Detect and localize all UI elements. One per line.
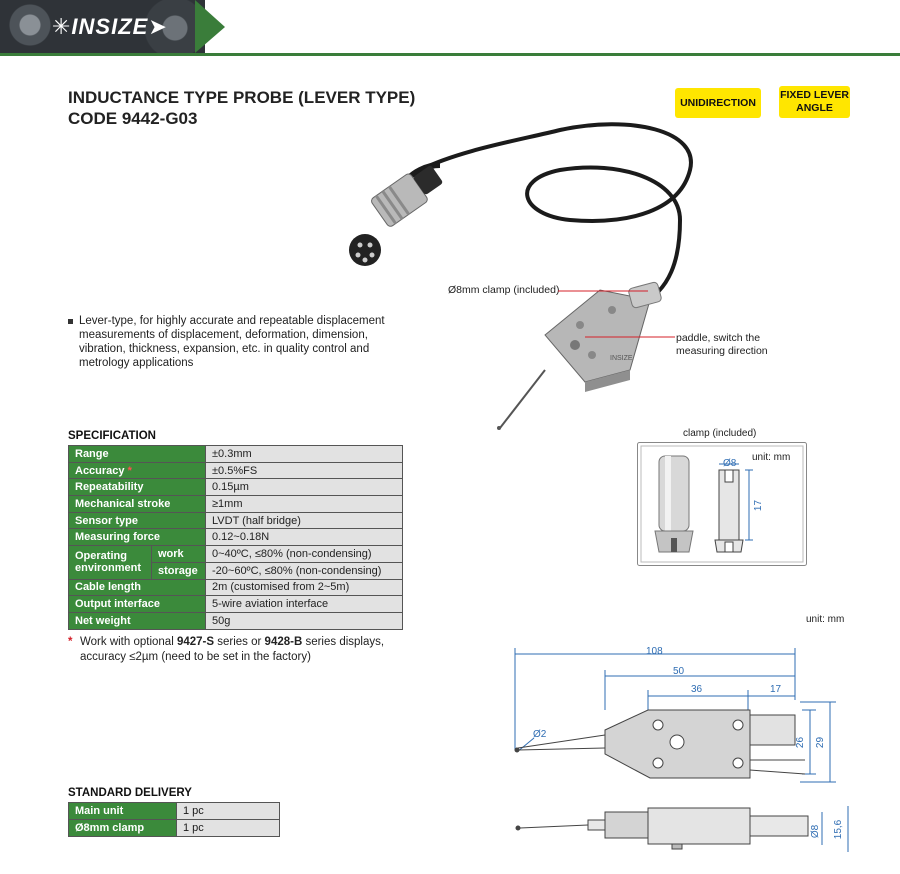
spec-value: 50g: [205, 611, 403, 630]
spec-value: ±0.5%FS: [205, 461, 403, 480]
clamp-leader-line: [558, 290, 648, 292]
delivery-value: 1 pc: [176, 802, 280, 820]
spec-value: 0.15µm: [205, 478, 403, 497]
spec-value: 5-wire aviation interface: [205, 595, 403, 613]
feature-line-3: vibration, thickness, expansion, etc. in…: [79, 343, 370, 355]
spec-label: Accuracy: [75, 464, 125, 477]
delivery-label: Main unit: [68, 802, 177, 820]
fixed-lever-angle-badge: FIXED LEVER ANGLE: [779, 86, 850, 118]
feature-bullet: Lever-type, for highly accurate and repe…: [68, 314, 398, 370]
banner-divider: [0, 53, 900, 56]
spec-value: ≥1mm: [205, 495, 403, 513]
dim-clamp-dia: Ø8: [810, 824, 822, 839]
feature-line-4: metrology applications: [79, 357, 194, 369]
table-row: Output interface 5-wire aviation interfa…: [68, 595, 403, 613]
badge-line-1: FIXED LEVER: [780, 89, 849, 101]
note-line-1: Work with optional 9427-S series or 9428…: [80, 635, 408, 650]
product-code: CODE 9442-G03: [68, 109, 198, 128]
clamp-drawing-title: clamp (included): [683, 428, 757, 439]
accuracy-asterisk: *: [127, 464, 132, 477]
dim-15-6: 15,6: [833, 819, 845, 840]
dim-17: 17: [770, 684, 782, 695]
product-photo: INSIZE: [349, 122, 693, 430]
clamp-dia-label: Ø8: [723, 458, 737, 469]
dimension-drawing: [514, 648, 849, 852]
spec-sub-label: storage: [151, 561, 206, 580]
clamp-drawing: [637, 442, 807, 566]
spec-value: 0~40ºC, ≤80% (non-condensing): [205, 545, 403, 563]
paddle-callout-line-1: paddle, switch the: [676, 332, 761, 344]
spec-value: 2m (customised from 2~5m): [205, 578, 403, 597]
note-text: series displays,: [302, 636, 385, 648]
spec-label: Cable length: [68, 578, 206, 597]
spec-label: Mechanical stroke: [68, 495, 206, 513]
table-row: Net weight 50g: [68, 611, 403, 630]
page-title: INDUCTANCE TYPE PROBE (LEVER TYPE) CODE …: [68, 87, 415, 129]
dim-29: 29: [815, 736, 827, 749]
delivery-value: 1 pc: [176, 819, 280, 837]
note-asterisk: *: [68, 636, 73, 648]
table-row: Mechanical stroke ≥1mm: [68, 495, 403, 513]
table-row: Measuring force 0.12~0.18N: [68, 528, 403, 547]
paddle-callout-line-2: measuring direction: [676, 345, 768, 357]
spec-value: -20~60ºC, ≤80% (non-condensing): [205, 561, 403, 580]
env-label-line-2: environment: [75, 562, 142, 575]
table-row: Accuracy * ±0.5%FS: [68, 461, 403, 480]
spec-value: LVDT (half bridge): [205, 511, 403, 530]
paddle-leader-line: [585, 336, 675, 338]
spec-sub-label: work: [151, 545, 206, 563]
env-label-line-1: Operating: [75, 550, 127, 563]
note-model-9427: 9427-S: [176, 636, 215, 648]
table-row: Cable length 2m (customised from 2~5m): [68, 578, 403, 597]
accuracy-note: * Work with optional 9427-S series or 94…: [68, 635, 408, 665]
table-row: Ø8mm clamp 1 pc: [68, 819, 280, 837]
spec-label: Measuring force: [68, 528, 206, 547]
table-row: Repeatability 0.15µm: [68, 478, 403, 497]
table-row: Main unit 1 pc: [68, 802, 280, 820]
paddle-callout: paddle, switch the measuring direction: [676, 332, 768, 358]
spec-label-environment: Operating environment: [68, 545, 152, 580]
feature-line-1: Lever-type, for highly accurate and repe…: [79, 315, 385, 327]
dim-tip-dia: Ø2: [533, 729, 547, 740]
banner-arrow-shape: [195, 0, 225, 53]
table-row: Sensor type LVDT (half bridge): [68, 511, 403, 530]
header-banner: ✳INSIZE➤: [0, 0, 900, 56]
insize-logo: ✳INSIZE➤: [52, 14, 168, 39]
spec-label-accuracy: Accuracy *: [68, 461, 206, 480]
delivery-title: STANDARD DELIVERY: [68, 787, 192, 799]
probe-logo-text: INSIZE: [610, 355, 633, 362]
spec-value: ±0.3mm: [205, 445, 403, 463]
feature-line-2: measurements of displacement, deformatio…: [79, 329, 368, 341]
note-model-9428: 9428-B: [264, 636, 303, 648]
dim-50: 50: [673, 666, 685, 677]
product-name: INDUCTANCE TYPE PROBE (LEVER TYPE): [68, 88, 416, 107]
spec-label: Net weight: [68, 611, 206, 630]
note-line-2: accuracy ≤2µm (need to be set in the fac…: [80, 651, 311, 663]
drawing-unit-label: unit: mm: [806, 614, 845, 625]
unidirection-badge: UNIDIRECTION: [675, 88, 761, 118]
spec-label: Range: [68, 445, 206, 463]
table-row: Range ±0.3mm: [68, 445, 403, 463]
spec-value: 0.12~0.18N: [205, 528, 403, 547]
clamp-callout: Ø8mm clamp (included): [448, 284, 560, 296]
delivery-table: Main unit 1 pc Ø8mm clamp 1 pc: [68, 802, 280, 837]
dim-108: 108: [646, 646, 663, 657]
badge-line-2: ANGLE: [796, 102, 833, 114]
spec-label: Sensor type: [68, 511, 206, 530]
table-row: Operating environment work 0~40ºC, ≤80% …: [68, 545, 403, 580]
dim-26: 26: [795, 736, 807, 749]
clamp-height-label: 17: [753, 499, 765, 512]
delivery-label: Ø8mm clamp: [68, 819, 177, 837]
clamp-unit-label: unit: mm: [752, 452, 791, 463]
spec-label: Output interface: [68, 595, 206, 613]
dim-36: 36: [691, 684, 703, 695]
note-text: Work with optional: [80, 636, 177, 648]
specification-table: Range ±0.3mm Accuracy * ±0.5%FS Repeatab…: [68, 445, 403, 630]
specification-title: SPECIFICATION: [68, 430, 156, 442]
note-text: series or: [214, 636, 265, 648]
spec-label: Repeatability: [68, 478, 206, 497]
